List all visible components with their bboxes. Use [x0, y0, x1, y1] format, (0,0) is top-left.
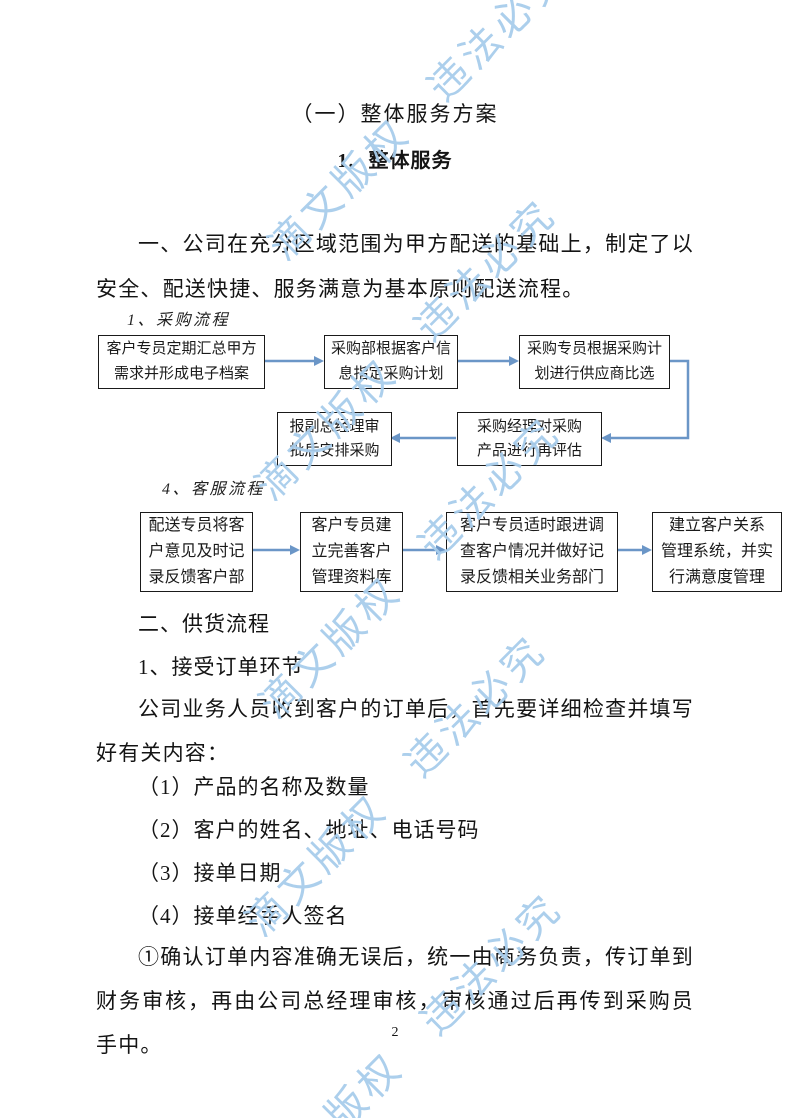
- section-supply-flow: 二、供货流程: [138, 612, 270, 636]
- flow-box-service-4: 建立客户关系 管理系统，并实 行满意度管理: [652, 512, 782, 592]
- flow-box-procurement-2: 采购部根据客户信 息指定采购计划: [324, 335, 458, 389]
- section-heading: 1. 整体服务: [0, 144, 790, 173]
- flow-box-procurement-1: 客户专员定期汇总甲方 需求并形成电子档案: [98, 335, 265, 389]
- heading-text: 整体服务: [368, 150, 453, 172]
- list-item: （3）接单日期: [138, 861, 282, 885]
- heading-number: 1.: [337, 150, 355, 172]
- flow-box-service-2: 客户专员建 立完善客户 管理资料库: [300, 512, 403, 592]
- flowchart-procurement-label: 1、采购流程: [127, 312, 231, 329]
- elbow-arrow-icon: [601, 359, 690, 443]
- paragraph-confirm: ①确认订单内容准确无误后，统一由商务负责，传订单到财务审核，再由公司总经理审核，…: [96, 945, 694, 1057]
- list-item: （1）产品的名称及数量: [138, 775, 370, 799]
- arrow-right-icon: [617, 545, 652, 555]
- arrow-right-icon: [402, 545, 446, 555]
- subsection-order-step: 1、接受订单环节: [138, 655, 304, 679]
- list-item: （4）接单经手人签名: [138, 904, 348, 928]
- paragraph-order-intro: 公司业务人员收到客户的订单后，首先要详细检查并填写好有关内容：: [96, 697, 694, 765]
- flowchart-service-label: 4、客服流程: [162, 481, 266, 498]
- page-title: （一）整体服务方案: [291, 102, 499, 126]
- page-number: 2: [391, 1025, 399, 1040]
- flow-box-procurement-3: 采购专员根据采购计 划进行供应商比选: [519, 335, 670, 389]
- list-item: （2）客户的姓名、地址、电话号码: [138, 818, 480, 842]
- arrow-right-icon: [264, 356, 324, 366]
- arrow-right-icon: [457, 356, 519, 366]
- paragraph-intro: 一、公司在充分区域范围为甲方配送的基础上，制定了以安全、配送快捷、服务满意为基本…: [96, 232, 694, 301]
- flow-box-service-3: 客户专员适时跟进调 查客户情况并做好记 录反馈相关业务部门: [446, 512, 618, 592]
- flow-box-procurement-4: 报副总经理审 批后安排采购: [277, 412, 392, 466]
- arrow-left-icon: [390, 433, 456, 443]
- arrow-right-icon: [252, 545, 300, 555]
- flow-box-service-1: 配送专员将客 户意见及时记 录反馈客户部: [140, 512, 253, 592]
- flow-box-procurement-5: 采购经理对采购 产品进行再评估: [457, 412, 602, 466]
- order-check-list: （1）产品的名称及数量 （2）客户的姓名、地址、电话号码 （3）接单日期 （4）…: [96, 766, 694, 938]
